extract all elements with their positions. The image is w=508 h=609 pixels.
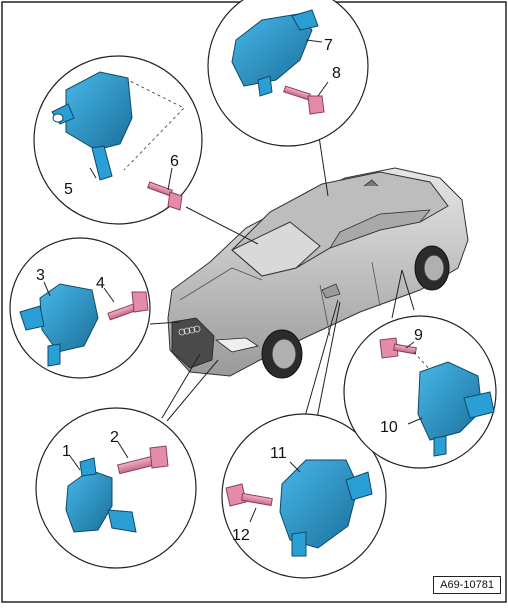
callout-10: 10 xyxy=(380,419,398,436)
bolt-9-icon xyxy=(379,337,417,359)
detail-circle-9-10: 9 10 xyxy=(343,315,497,469)
bolt-8-icon xyxy=(283,85,325,115)
bolt-2-icon xyxy=(117,445,169,475)
detail-circle-1-2: 1 2 xyxy=(35,407,197,569)
figure-reference-label: A69-10781 xyxy=(433,576,501,594)
callout-12: 12 xyxy=(232,527,250,544)
callout-11: 11 xyxy=(270,445,287,462)
bolt-6-icon xyxy=(147,181,183,211)
callout-5: 5 xyxy=(64,181,73,198)
callout-6: 6 xyxy=(170,153,179,170)
callout-2: 2 xyxy=(110,429,119,446)
bolt-12-icon xyxy=(225,483,273,507)
detail-circle-3-4: 3 4 xyxy=(9,237,151,379)
bolt-4-icon xyxy=(107,291,149,321)
callout-7: 7 xyxy=(324,37,333,54)
callout-4: 4 xyxy=(96,275,105,292)
detail-circle-7-8: 7 8 xyxy=(207,0,369,147)
callout-3: 3 xyxy=(36,267,45,284)
detail-circle-5-6: 5 6 xyxy=(33,55,203,225)
leader-lines xyxy=(149,129,415,424)
car-illustration xyxy=(167,167,469,379)
detail-circle-11-12: 11 12 xyxy=(221,413,387,579)
callout-9: 9 xyxy=(414,327,423,344)
callout-1: 1 xyxy=(62,443,71,460)
callout-8: 8 xyxy=(332,65,341,82)
